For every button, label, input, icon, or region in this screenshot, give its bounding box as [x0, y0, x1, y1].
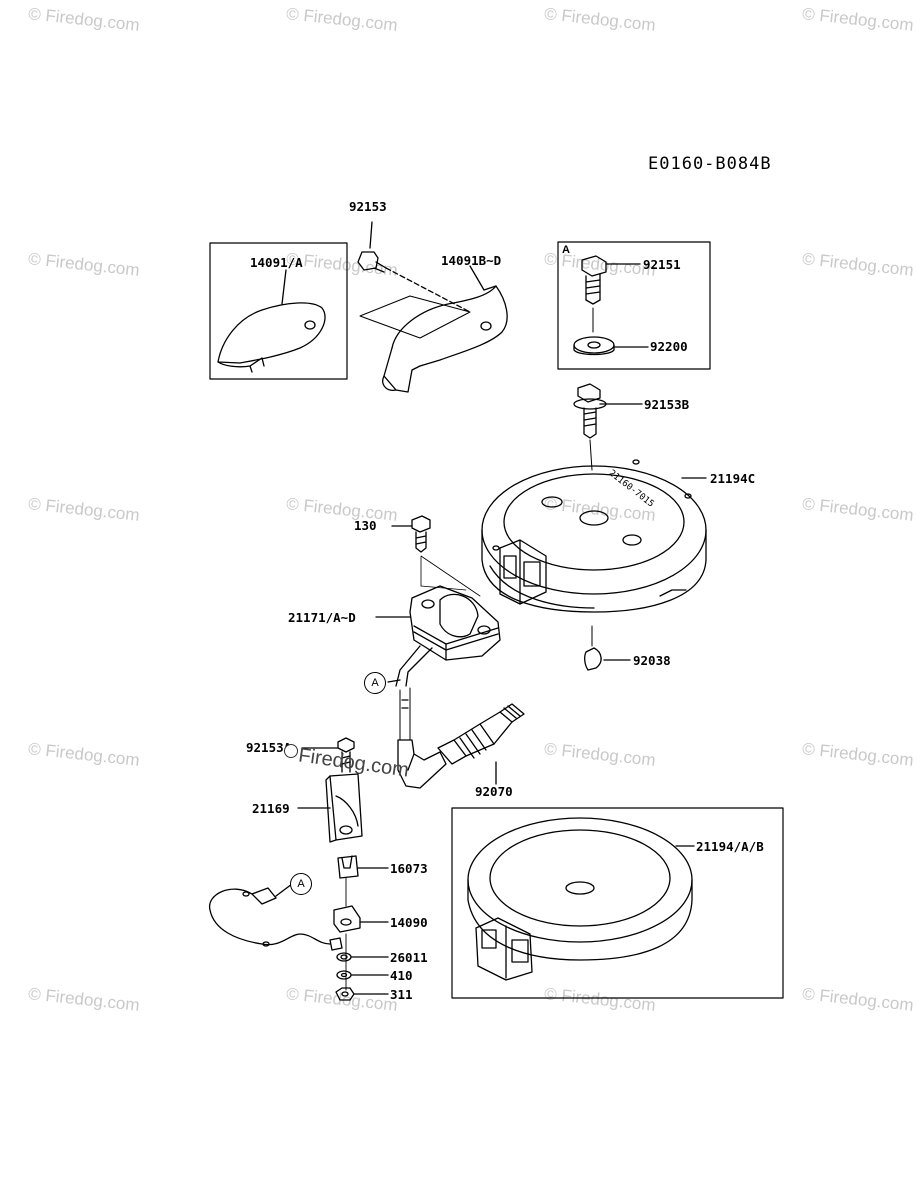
box-a	[557, 241, 711, 370]
part-label-92070[interactable]: 92070	[475, 784, 513, 799]
bolt-130-icon	[411, 515, 431, 553]
part-label-21194-a-b[interactable]: 21194/A/B	[696, 839, 764, 854]
registered-icon	[284, 744, 298, 758]
part-label-14091-a[interactable]: 14091/A	[250, 255, 303, 270]
plug-cap-icon	[397, 739, 447, 789]
washer-410-icon	[336, 970, 352, 980]
part-label-16073[interactable]: 16073	[390, 861, 428, 876]
bracket-14090-icon	[333, 905, 361, 933]
part-label-92153[interactable]: 92153	[349, 199, 387, 214]
part-label-26011[interactable]: 26011	[390, 950, 428, 965]
ground-wire-icon	[209, 887, 343, 951]
flywheel-21194c-icon	[481, 459, 707, 613]
part-label-410[interactable]: 410	[390, 968, 413, 983]
cover-plate-icon	[217, 302, 326, 373]
nut-26011-icon	[336, 952, 352, 962]
part-label-92153a[interactable]: 92153A	[246, 740, 292, 755]
nut-311-icon	[335, 987, 355, 1001]
flywheel-21194-a-b-icon	[467, 817, 693, 981]
part-label-14091b-d[interactable]: 14091B~D	[441, 253, 502, 268]
diagram-code: E0160-B084B	[648, 154, 772, 174]
terminal-16073-icon	[337, 855, 359, 879]
part-label-21171[interactable]: 21171/A~D	[288, 610, 356, 625]
callout-a: A	[364, 672, 386, 694]
callout-a: A	[290, 873, 312, 895]
part-label-92200[interactable]: 92200	[650, 339, 688, 354]
part-label-311[interactable]: 311	[390, 987, 413, 1002]
box-21194-a-b	[451, 807, 784, 999]
part-label-130[interactable]: 130	[354, 518, 377, 533]
bolt-92151-icon	[581, 255, 607, 305]
part-label-21169[interactable]: 21169	[252, 801, 290, 816]
stop-plate-21169-icon	[325, 773, 363, 843]
box-14091-a	[209, 242, 348, 380]
ignition-coil-21171-icon	[395, 585, 501, 687]
part-label-92153b[interactable]: 92153B	[644, 397, 690, 412]
cover-plate-icon	[382, 285, 508, 393]
woodruff-key-92038-icon	[584, 647, 602, 671]
washer-92200-icon	[573, 336, 615, 356]
flange-bolt-92153b-icon	[573, 383, 607, 439]
part-label-21194c[interactable]: 21194C	[710, 471, 756, 486]
part-label-14090[interactable]: 14090	[390, 915, 428, 930]
bolt-92153-icon	[357, 251, 387, 273]
spark-plug-92070-icon	[437, 703, 525, 765]
part-label-92038[interactable]: 92038	[633, 653, 671, 668]
box-a-label: A	[562, 244, 570, 256]
part-label-92151[interactable]: 92151	[643, 257, 681, 272]
